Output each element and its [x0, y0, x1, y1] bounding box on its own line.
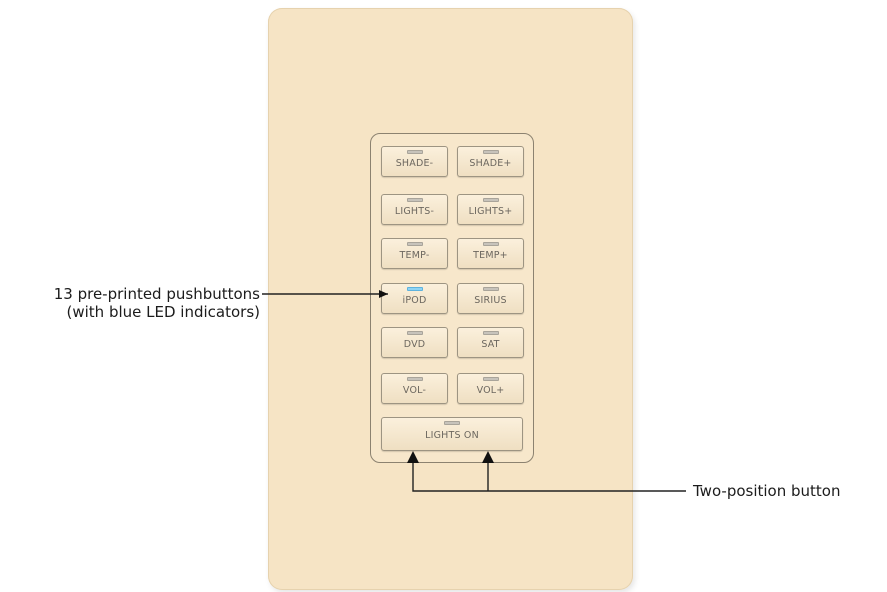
button-label: VOL+	[476, 384, 505, 396]
led-indicator	[406, 242, 423, 246]
led-indicator	[406, 287, 423, 291]
led-indicator	[406, 331, 423, 335]
button-label: iPOD	[402, 294, 427, 306]
keypad-button-shade-minus[interactable]: SHADE-	[381, 146, 448, 177]
led-indicator	[482, 242, 499, 246]
led-indicator	[482, 377, 499, 381]
keypad-button-sat[interactable]: SAT	[457, 327, 524, 358]
led-indicator	[482, 287, 499, 291]
two-position-callout: Two-position button	[693, 482, 841, 500]
button-label: LIGHTS ON	[425, 430, 479, 441]
keypad-button-sirius[interactable]: SIRIUS	[457, 283, 524, 314]
led-indicator	[482, 198, 499, 202]
button-label: TEMP-	[399, 249, 430, 261]
keypad-button-shade-plus[interactable]: SHADE+	[457, 146, 524, 177]
keypad-button-temp-minus[interactable]: TEMP-	[381, 238, 448, 269]
pushbuttons-callout: 13 pre-printed pushbuttons (with blue LE…	[8, 285, 260, 321]
button-label: SAT	[481, 338, 500, 350]
keypad-button-vol-plus[interactable]: VOL+	[457, 373, 524, 404]
led-indicator	[406, 198, 423, 202]
button-label: SHADE-	[395, 157, 434, 169]
keypad-button-lights-minus[interactable]: LIGHTS-	[381, 194, 448, 225]
led-indicator	[406, 150, 423, 154]
pushbuttons-callout-line2: (with blue LED indicators)	[66, 303, 260, 321]
led-indicator	[482, 331, 499, 335]
button-label: LIGHTS+	[468, 205, 513, 217]
keypad-button-ipod[interactable]: iPOD	[381, 283, 448, 314]
button-label: VOL-	[402, 384, 427, 396]
button-label: SHADE+	[469, 157, 512, 169]
button-label: LIGHTS-	[394, 205, 435, 217]
keypad-button-vol-minus[interactable]: VOL-	[381, 373, 448, 404]
button-label: TEMP+	[473, 249, 508, 261]
keypad-button-temp-plus[interactable]: TEMP+	[457, 238, 524, 269]
button-label: DVD	[403, 338, 426, 350]
keypad-button-dvd[interactable]: DVD	[381, 327, 448, 358]
arrowhead-right	[482, 451, 494, 463]
arrowhead-left	[407, 451, 419, 463]
keypad-button-lights-on[interactable]: LIGHTS ON	[381, 417, 523, 451]
led-indicator	[482, 150, 499, 154]
led-indicator	[444, 421, 460, 425]
pushbuttons-callout-line1: 13 pre-printed pushbuttons	[53, 285, 260, 303]
button-label: SIRIUS	[474, 294, 507, 306]
led-indicator	[406, 377, 423, 381]
keypad-button-lights-plus[interactable]: LIGHTS+	[457, 194, 524, 225]
two-position-leader-line	[412, 455, 686, 492]
